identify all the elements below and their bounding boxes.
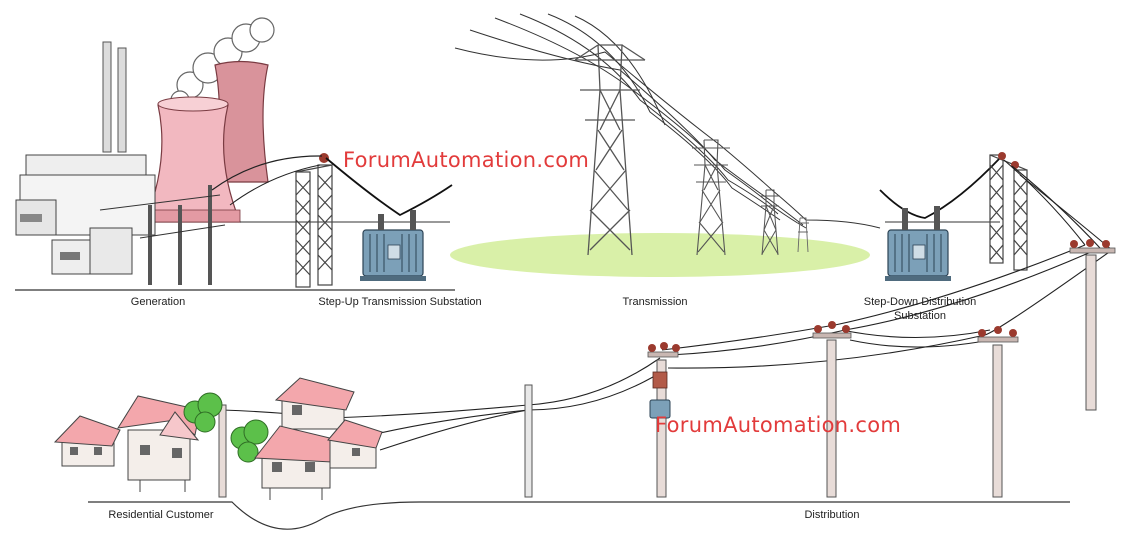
insulator-icon <box>998 152 1006 160</box>
label-residential-customer: Residential Customer <box>108 509 214 521</box>
house-icon <box>274 377 355 430</box>
watermark-bottom: ForumAutomation.com <box>655 413 902 437</box>
house-icon <box>327 419 383 469</box>
step-down-substation <box>879 152 1028 281</box>
pole-transformer-icon <box>649 399 671 419</box>
label-step-down-line2: Substation <box>894 310 946 322</box>
ground-line-bottom <box>88 501 1070 530</box>
step-up-substation <box>211 153 453 288</box>
label-generation: Generation <box>130 296 186 308</box>
utility-pole <box>826 339 837 498</box>
label-step-up-substation: Step-Up Transmission Substation <box>318 296 482 308</box>
utility-pole <box>1085 254 1097 411</box>
transmission-tower-icon <box>574 44 646 256</box>
utility-pole <box>656 359 667 498</box>
transmission-scene <box>450 13 881 277</box>
residential-houses <box>53 377 383 500</box>
label-step-down-line1: Step-Down Distribution <box>863 296 977 308</box>
watermark-top: ForumAutomation.com <box>343 148 590 172</box>
house-icon <box>53 415 121 467</box>
tree-icon <box>230 419 269 463</box>
distribution-scene <box>88 159 1116 530</box>
utility-pole <box>524 384 533 498</box>
label-step-down-substation: Step-Down Distribution Substation <box>840 295 1000 323</box>
house-icon <box>254 425 339 500</box>
power-plant <box>15 17 275 285</box>
utility-pole <box>992 344 1003 498</box>
tree-icon <box>183 392 223 433</box>
label-transmission: Transmission <box>622 296 688 308</box>
transformer-icon <box>885 206 951 281</box>
insulator-icon <box>319 153 329 163</box>
utility-pole <box>218 404 227 498</box>
grass <box>450 233 870 277</box>
transformer-icon <box>360 210 426 281</box>
label-distribution: Distribution <box>804 509 860 521</box>
